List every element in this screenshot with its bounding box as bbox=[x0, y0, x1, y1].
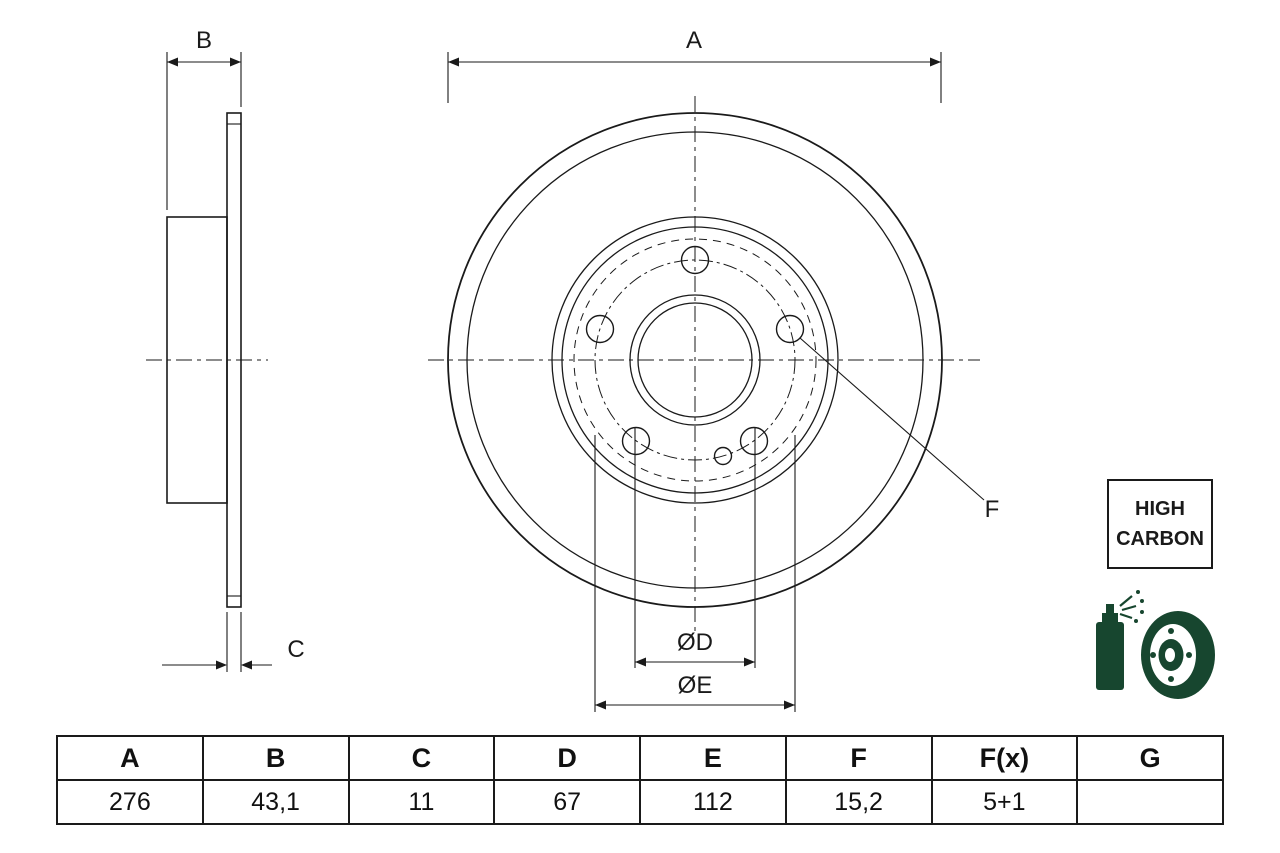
header-cell-b: B bbox=[201, 735, 350, 781]
dimension-b: B bbox=[166, 27, 242, 210]
hat-dashed-circle bbox=[573, 238, 817, 482]
spray-can-brake-disc-icon bbox=[1096, 590, 1215, 699]
dim-d-arrow-right bbox=[744, 657, 755, 667]
disc-plate-outline bbox=[226, 112, 242, 608]
dim-d-arrow-left bbox=[635, 657, 646, 667]
spray-dot bbox=[1136, 590, 1140, 594]
dim-e-arrow-right bbox=[784, 700, 795, 710]
hat-outer-circle bbox=[551, 216, 839, 504]
bolt-holes bbox=[585, 245, 805, 466]
spray-can-body bbox=[1096, 622, 1124, 690]
header-cell-c: C bbox=[347, 735, 496, 781]
spray-dot bbox=[1134, 619, 1138, 623]
locating-pin-hole bbox=[713, 446, 733, 466]
dimension-c: C bbox=[162, 612, 305, 672]
icon-bolt-hole bbox=[1186, 652, 1192, 658]
high-carbon-badge-box bbox=[1107, 479, 1213, 569]
dimension-f-leader: F bbox=[799, 337, 1000, 523]
dimension-table-value-row: 276 43,1 11 67 112 15,2 5+1 bbox=[56, 779, 1224, 825]
bolt-hole-upper-right bbox=[775, 314, 805, 344]
dimension-table-header-row: A B C D E F F(x) G bbox=[56, 735, 1224, 781]
bolt-hole-lower-left bbox=[621, 426, 651, 456]
side-view-section bbox=[166, 112, 242, 608]
outer-diameter-circle bbox=[447, 112, 943, 608]
dim-a-arrow-left bbox=[448, 57, 459, 67]
spray-mist bbox=[1119, 595, 1137, 620]
dimension-d: ØD bbox=[634, 428, 756, 668]
high-carbon-badge-line1: HIGH bbox=[1135, 498, 1185, 520]
dim-e-arrow-left bbox=[595, 700, 606, 710]
spray-can-shoulder bbox=[1102, 613, 1118, 623]
high-carbon-badge: HIGH CARBON bbox=[1107, 479, 1213, 569]
dim-f-leader-line bbox=[799, 337, 985, 501]
spray-can-nozzle bbox=[1106, 604, 1114, 613]
friction-band-circle bbox=[466, 131, 924, 589]
header-cell-d: D bbox=[493, 735, 641, 781]
dim-d-label: ØD bbox=[677, 629, 713, 656]
bolt-hole-upper-left bbox=[585, 314, 615, 344]
value-cell-b: 43,1 bbox=[201, 779, 350, 825]
spray-dot bbox=[1140, 599, 1144, 603]
bolt-hole-top bbox=[680, 245, 710, 275]
hat-inner-circle bbox=[561, 226, 829, 494]
dim-a-label: A bbox=[686, 27, 702, 54]
icon-bolt-hole bbox=[1168, 628, 1174, 634]
value-cell-fx: 5+1 bbox=[930, 779, 1079, 825]
dimension-e: ØE bbox=[594, 435, 796, 712]
dim-e-label: ØE bbox=[678, 672, 713, 699]
dim-a-arrow-right bbox=[930, 57, 941, 67]
center-bore-circle bbox=[637, 302, 753, 418]
dim-c-arrow-left bbox=[216, 660, 227, 670]
spray-dot bbox=[1140, 610, 1144, 614]
dim-c-arrow-right bbox=[241, 660, 252, 670]
technical-drawing: B C A bbox=[146, 27, 1215, 712]
front-view bbox=[447, 112, 943, 608]
icon-bolt-hole bbox=[1150, 652, 1156, 658]
dim-c-label: C bbox=[287, 636, 304, 663]
value-cell-a: 276 bbox=[56, 779, 204, 825]
bolt-hole-lower-right bbox=[739, 426, 769, 456]
value-cell-e: 112 bbox=[639, 779, 787, 825]
value-cell-c: 11 bbox=[347, 779, 496, 825]
header-cell-e: E bbox=[639, 735, 787, 781]
header-cell-a: A bbox=[56, 735, 204, 781]
dim-b-label: B bbox=[196, 27, 212, 54]
dim-b-arrow-right bbox=[230, 57, 241, 67]
dimension-table: A B C D E F F(x) G 276 43,1 11 67 112 15… bbox=[56, 735, 1224, 825]
centerlines bbox=[146, 96, 980, 632]
icon-disc-center-bore bbox=[1165, 648, 1175, 662]
dimension-a: A bbox=[447, 27, 942, 103]
high-carbon-badge-line2: CARBON bbox=[1116, 528, 1204, 550]
header-cell-g: G bbox=[1076, 735, 1224, 781]
value-cell-f: 15,2 bbox=[784, 779, 933, 825]
header-cell-fx: F(x) bbox=[930, 735, 1079, 781]
value-cell-g bbox=[1076, 779, 1224, 825]
icon-bolt-hole bbox=[1168, 676, 1174, 682]
dim-f-label: F bbox=[985, 496, 1000, 523]
value-cell-d: 67 bbox=[493, 779, 641, 825]
dim-b-arrow-left bbox=[167, 57, 178, 67]
header-cell-f: F bbox=[784, 735, 933, 781]
bolt-circle bbox=[594, 259, 796, 461]
center-bore-chamfer-circle bbox=[629, 294, 761, 426]
